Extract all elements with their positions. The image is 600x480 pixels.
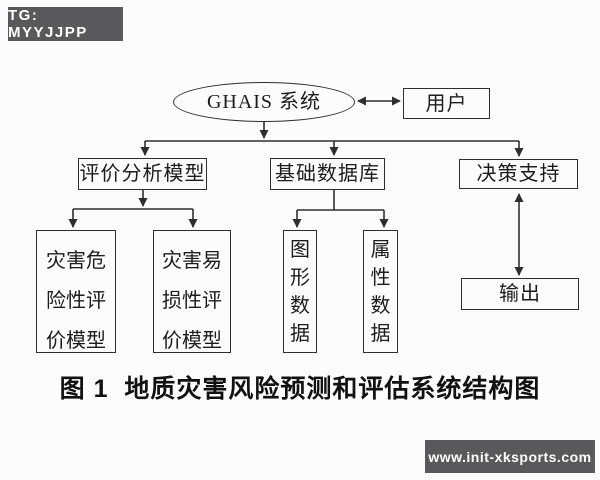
node-evaluation-analysis-model: 评价分析模型 xyxy=(78,158,207,190)
node-basic-database: 基础数据库 xyxy=(270,158,385,190)
figure-caption: 图 1 地质灾害风险预测和评估系统结构图 xyxy=(59,375,541,403)
node-ghais-system-label: GHAIS 系统 xyxy=(206,91,322,113)
watermark-telegram-tag: TG: MYYJJPP xyxy=(8,7,123,41)
node-vulnerability-evaluation-model: 灾害易损性评价模型 xyxy=(153,230,231,353)
node-ghais-system: GHAIS 系统 xyxy=(173,82,355,122)
node-attribute-data: 属性数据 xyxy=(363,230,398,353)
node-evaluation-analysis-model-label: 评价分析模型 xyxy=(79,163,206,185)
node-output: 输出 xyxy=(461,278,579,310)
node-decision-support: 决策支持 xyxy=(459,159,578,189)
node-graphic-data: 图形数据 xyxy=(283,230,317,353)
node-user: 用户 xyxy=(403,88,490,119)
node-user-label: 用户 xyxy=(425,92,468,115)
node-decision-support-label: 决策支持 xyxy=(476,163,561,185)
watermark-website: www.init-xksports.com xyxy=(425,440,595,473)
node-hazard-risk-evaluation-model: 灾害危险性评价模型 xyxy=(36,230,116,353)
node-output-label: 输出 xyxy=(499,283,541,305)
node-basic-database-label: 基础数据库 xyxy=(275,163,380,185)
